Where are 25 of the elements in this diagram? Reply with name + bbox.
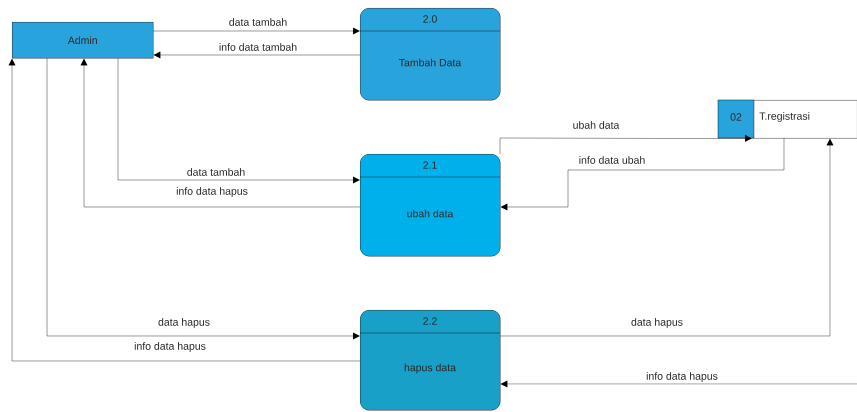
- arrow: [500, 134, 752, 154]
- arrow: [46, 58, 360, 340]
- process-box: 2.0 Tambah Data: [360, 8, 500, 100]
- arrow: [500, 138, 834, 336]
- arrow: [8, 58, 360, 362]
- process-box: 2.2 hapus data: [360, 310, 500, 410]
- edge-label: data hapus: [630, 317, 684, 329]
- arrow: [500, 138, 784, 210]
- edge-label: data hapus: [157, 317, 211, 329]
- edge-label: info data hapus: [645, 371, 719, 383]
- edge-label: info data ubah: [578, 155, 646, 165]
- edge-label: info data hapus: [133, 341, 207, 353]
- edge-label: ubah data: [572, 120, 620, 130]
- arrow: [118, 58, 360, 184]
- process-box: 2.1 ubah data: [360, 154, 500, 256]
- edge-label: info data tambah: [218, 42, 298, 52]
- edge-label: info data hapus: [175, 186, 249, 198]
- data-store: 02 T.registrasi: [718, 100, 857, 138]
- entity-box: Admin: [12, 22, 154, 58]
- edge-label: data tambah: [228, 17, 288, 27]
- arrow: [500, 380, 857, 388]
- arrow: [80, 58, 360, 208]
- arrow: [154, 52, 360, 58]
- edge-label: data tambah: [186, 167, 246, 177]
- arrow: [153, 28, 360, 34]
